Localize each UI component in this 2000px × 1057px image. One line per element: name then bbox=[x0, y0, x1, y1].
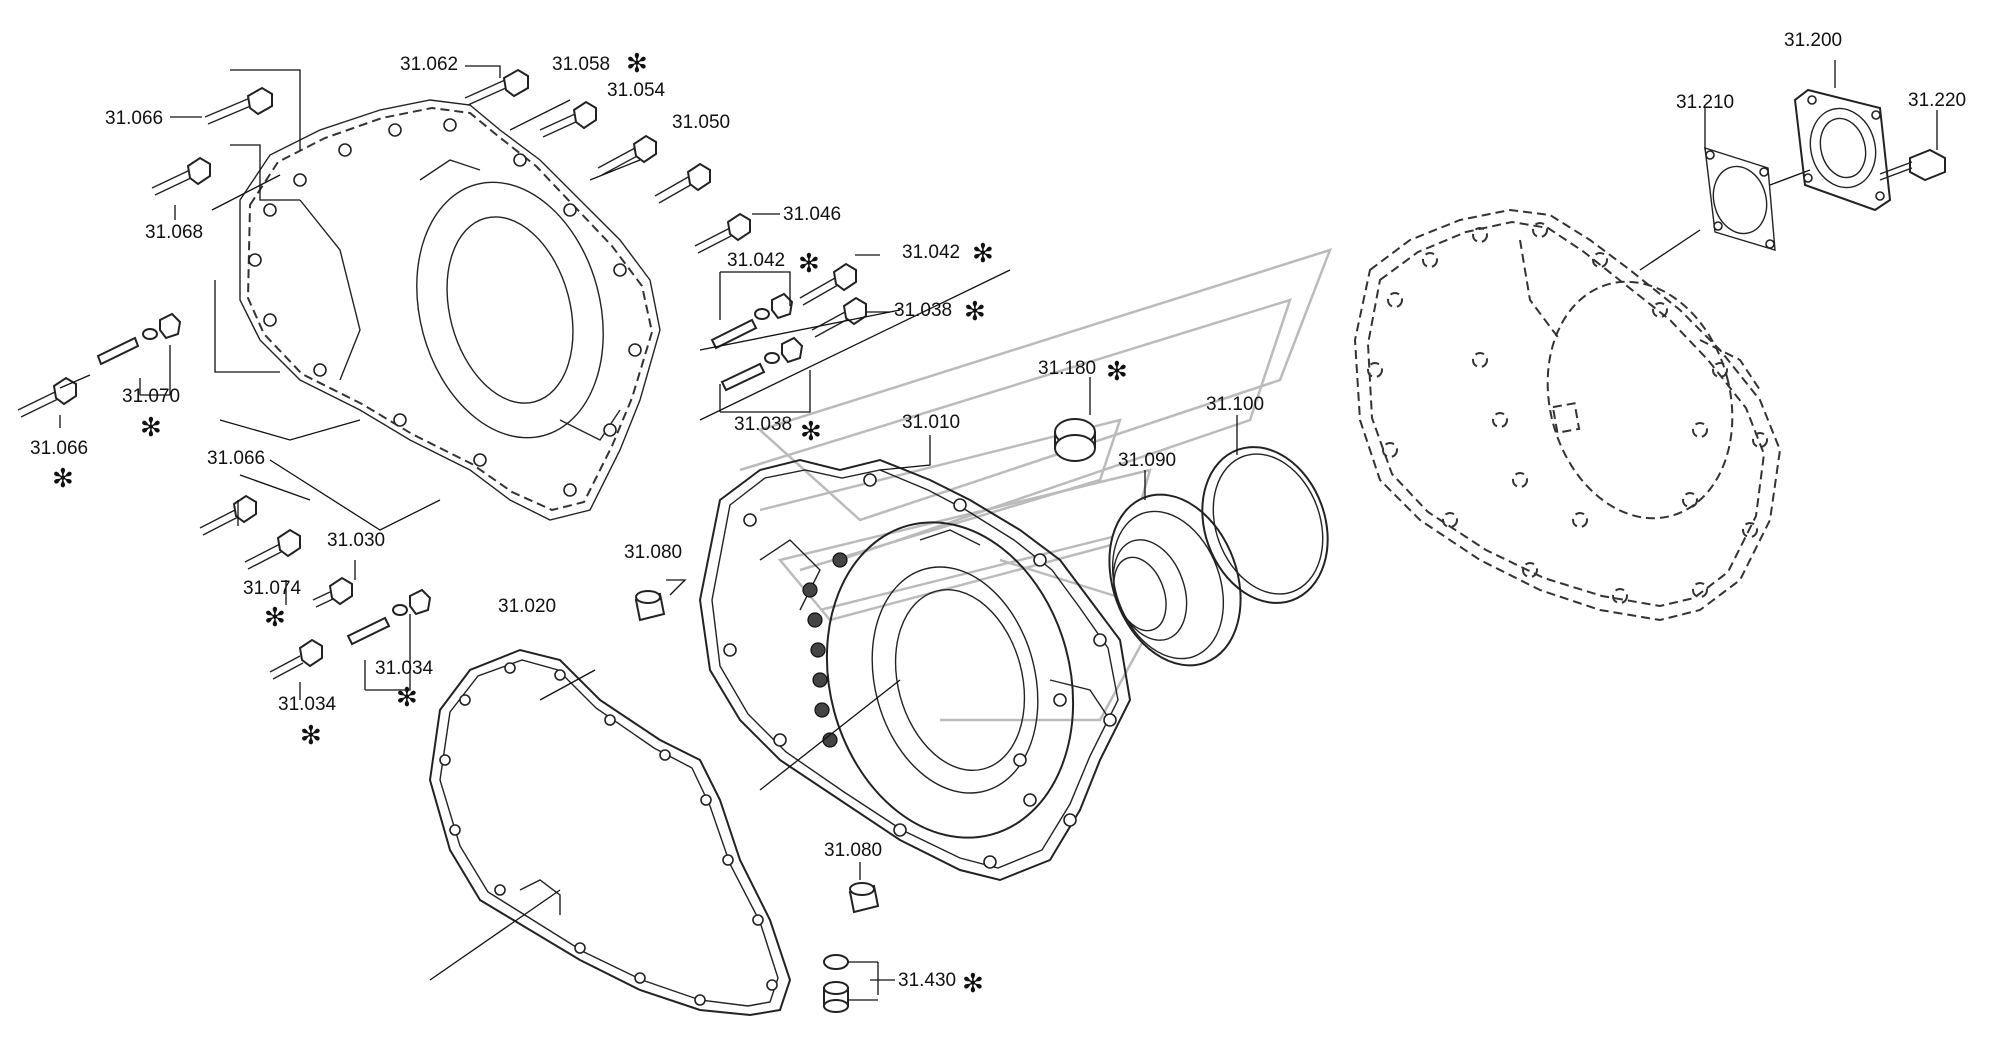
label-31066-left[interactable]: 31.066 bbox=[30, 438, 88, 459]
label-31080-lower[interactable]: 31.080 bbox=[824, 840, 882, 861]
bolt-31042 bbox=[799, 262, 857, 306]
label-31070[interactable]: 31.070 bbox=[122, 386, 180, 407]
bolt-31030 bbox=[312, 576, 353, 608]
bolt-31054 bbox=[597, 134, 657, 176]
marker-31034-left: ✻ bbox=[300, 721, 322, 751]
label-31066-mid[interactable]: 31.066 bbox=[207, 448, 265, 469]
marker-31180: ✻ bbox=[1106, 357, 1128, 387]
bolts bbox=[17, 68, 867, 680]
bolt-31034-left bbox=[269, 638, 323, 680]
gasket-holes bbox=[439, 662, 778, 1006]
label-31080-upper[interactable]: 31.080 bbox=[624, 542, 682, 563]
marker-31058: ✻ bbox=[626, 49, 648, 79]
label-31038-lower[interactable]: 31.038 bbox=[734, 414, 792, 435]
marker-31430: ✻ bbox=[962, 969, 984, 999]
ball-bearing bbox=[1108, 493, 1242, 667]
label-31034-left[interactable]: 31.034 bbox=[278, 694, 337, 715]
dowel-pin-upper bbox=[634, 590, 666, 622]
transmission-housing bbox=[1353, 208, 1782, 622]
label-31100[interactable]: 31.100 bbox=[1206, 394, 1264, 415]
bolt-31062 bbox=[464, 68, 529, 106]
label-31034-right[interactable]: 31.034 bbox=[375, 658, 434, 679]
clutch-housing bbox=[698, 458, 1132, 882]
label-31010[interactable]: 31.010 bbox=[902, 412, 960, 433]
marker-31042-left: ✻ bbox=[798, 249, 820, 279]
transmission-bolt-holes bbox=[1367, 222, 1768, 604]
label-31042-left[interactable]: 31.042 bbox=[727, 250, 785, 271]
label-31068[interactable]: 31.068 bbox=[145, 222, 203, 243]
marker-31070: ✻ bbox=[140, 413, 162, 443]
marker-31038-lower: ✻ bbox=[800, 417, 822, 447]
bolt-31046 bbox=[694, 212, 751, 254]
bolt-31050 bbox=[654, 162, 711, 204]
cover-screw bbox=[1879, 148, 1946, 182]
marker-31034-right: ✻ bbox=[396, 683, 418, 713]
stud-31034 bbox=[346, 588, 432, 646]
bolt-31066-left bbox=[17, 376, 77, 418]
label-31066-top[interactable]: 31.066 bbox=[105, 108, 163, 129]
leader-lines bbox=[59, 60, 1938, 1001]
part-labels: 31.066 31.062 31.058 ✻ 31.054 31.050 31.… bbox=[30, 30, 1966, 999]
drain-plug bbox=[823, 954, 849, 1013]
label-31030[interactable]: 31.030 bbox=[327, 530, 385, 551]
cover-gasket bbox=[1704, 147, 1776, 251]
rear-housing-cover bbox=[239, 99, 661, 521]
housing-bolt-holes bbox=[248, 118, 642, 497]
stud-31042 bbox=[710, 292, 794, 350]
label-31430[interactable]: 31.430 bbox=[898, 970, 956, 991]
marker-31042-right: ✻ bbox=[972, 239, 994, 269]
bolt-31038 bbox=[811, 296, 867, 338]
label-31210[interactable]: 31.210 bbox=[1676, 92, 1734, 113]
label-31046[interactable]: 31.046 bbox=[783, 204, 841, 225]
bolt-31068 bbox=[151, 156, 211, 196]
label-31200[interactable]: 31.200 bbox=[1784, 30, 1842, 51]
dowel-pin-lower bbox=[848, 882, 880, 914]
label-31180[interactable]: 31.180 bbox=[1038, 358, 1096, 379]
bolt-31066-mid bbox=[199, 494, 257, 536]
label-31050[interactable]: 31.050 bbox=[672, 112, 730, 133]
label-31220[interactable]: 31.220 bbox=[1908, 90, 1966, 111]
label-31054[interactable]: 31.054 bbox=[607, 80, 666, 101]
label-31038-right[interactable]: 31.038 bbox=[894, 300, 952, 321]
cover-plate bbox=[1793, 88, 1892, 212]
bolt-31074 bbox=[244, 528, 301, 570]
stud-31070 bbox=[96, 312, 182, 366]
bolt-31058 bbox=[539, 100, 597, 138]
label-31042-right[interactable]: 31.042 bbox=[902, 242, 960, 263]
label-31062[interactable]: 31.062 bbox=[400, 54, 458, 75]
label-31020[interactable]: 31.020 bbox=[498, 596, 556, 617]
label-31090[interactable]: 31.090 bbox=[1118, 450, 1176, 471]
label-31058[interactable]: 31.058 bbox=[552, 54, 610, 75]
bolt-31066-top bbox=[204, 86, 273, 125]
marker-31066-left: ✻ bbox=[52, 464, 74, 494]
housing-holes bbox=[723, 473, 1117, 869]
housing-gasket bbox=[428, 648, 792, 1017]
bush bbox=[1054, 418, 1096, 462]
marker-31038-right: ✻ bbox=[964, 297, 986, 327]
marker-31074: ✻ bbox=[264, 603, 286, 633]
stud-31038 bbox=[720, 336, 804, 392]
label-31074[interactable]: 31.074 bbox=[243, 578, 302, 599]
